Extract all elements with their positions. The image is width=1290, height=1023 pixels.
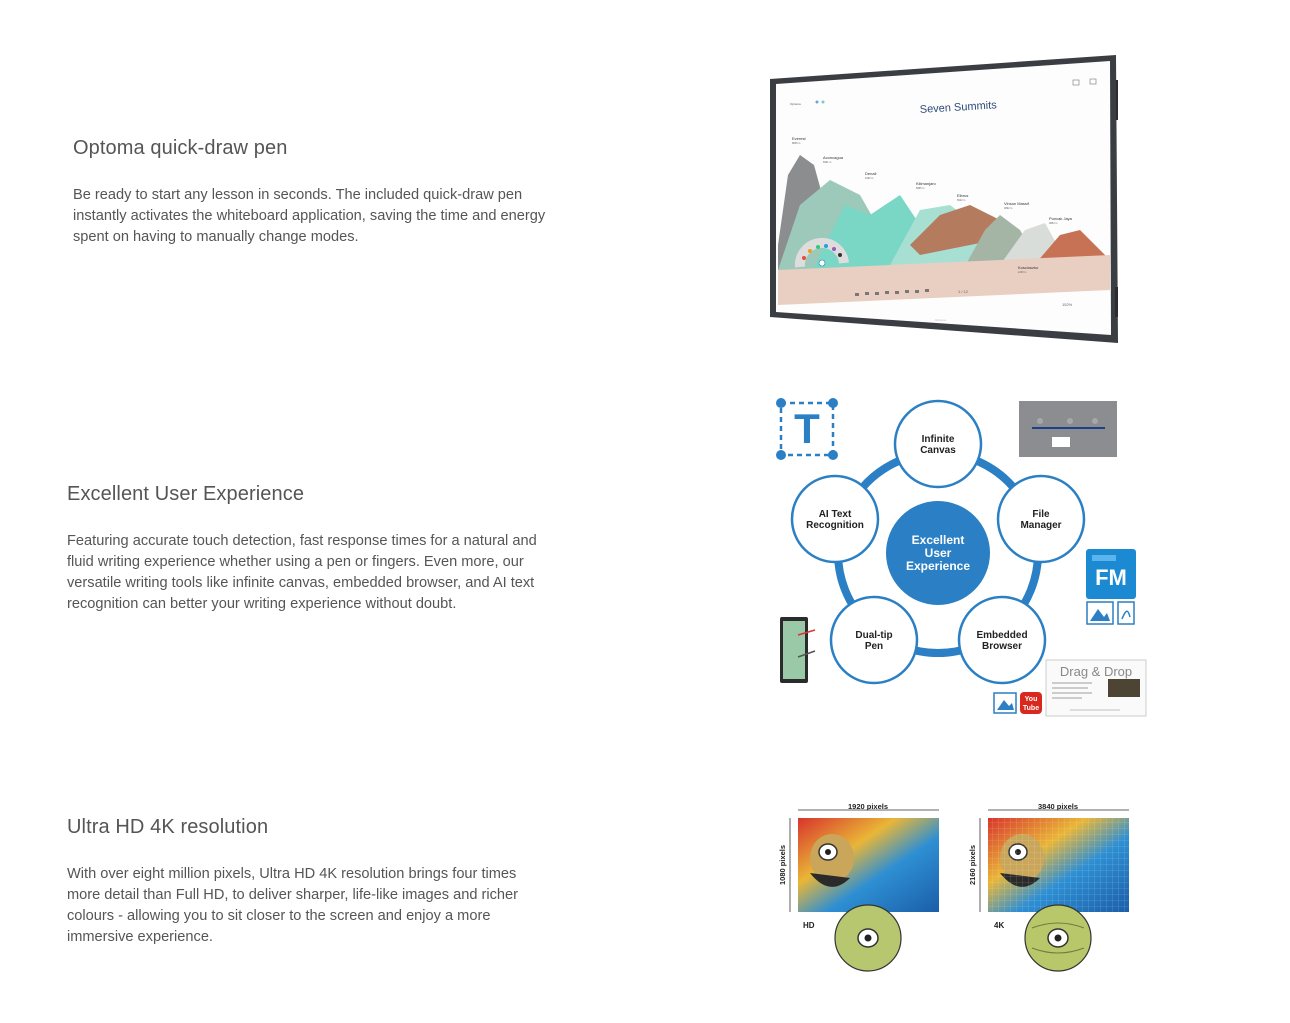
svg-text:Manager: Manager — [1020, 520, 1061, 531]
svg-text:Browser: Browser — [982, 641, 1022, 652]
user-icon — [1072, 79, 1080, 86]
whiteboard-menu-label: Optoma — [790, 102, 801, 106]
svg-text:Dual-tip: Dual-tip — [855, 630, 892, 641]
center-label: User — [925, 546, 952, 560]
peak-height: 4892 m — [1004, 207, 1012, 210]
center-label: Excellent — [912, 533, 965, 547]
section-body-4k-resolution: With over eight million pixels, Ultra HD… — [67, 866, 518, 945]
image-icon — [993, 692, 1017, 714]
whiteboard-title: Seven Summits — [919, 99, 997, 116]
peak-height: 6961 m — [823, 161, 831, 164]
section-title-user-experience: Excellent User Experience — [67, 483, 305, 505]
svg-text:Canvas: Canvas — [920, 445, 956, 456]
svg-text:Pen: Pen — [865, 641, 883, 652]
whiteboard-display-image: Seven Summits Everest Aconcagua Denali K… — [770, 55, 1118, 343]
peak-label: Aconcagua — [823, 155, 844, 160]
center-circle — [886, 501, 990, 605]
center-label: Experience — [906, 559, 970, 573]
hd-vs-4k-comparison: 1920 pixels 1080 pixels HD 3840 pixels 2… — [778, 802, 1129, 972]
svg-text:Infinite: Infinite — [922, 434, 955, 445]
peak-label: Denali — [865, 171, 876, 176]
hd-height-label: 1080 pixels — [778, 845, 787, 885]
hd-tag: HD — [803, 921, 815, 930]
section-title-quick-draw-pen: Optoma quick-draw pen — [73, 137, 288, 159]
node-ai-text-recognition: AI Text Recognition — [790, 474, 880, 564]
zoom-level: 152% — [1062, 302, 1073, 307]
brand-logo: Optoma — [935, 318, 946, 322]
hd-panel: 1920 pixels 1080 pixels HD — [778, 802, 939, 972]
peak-height: 6190 m — [865, 177, 873, 180]
bottom-toolbar — [855, 289, 929, 296]
peak-label: Kosciuszko — [1018, 265, 1039, 270]
svg-text:You: You — [1025, 696, 1038, 703]
peak-label: Puncak Jaya — [1049, 216, 1073, 221]
youtube-icon: You Tube — [1020, 692, 1042, 714]
svg-text:Drag & Drop: Drag & Drop — [1060, 664, 1132, 679]
svg-text:AI Text: AI Text — [819, 509, 852, 520]
page-indicator: 1 / 12 — [958, 289, 969, 294]
section-body-quick-draw-pen: Be ready to start any lesson in seconds.… — [73, 187, 546, 245]
svg-text:File: File — [1032, 509, 1050, 520]
drag-and-drop-thumbnail: Drag & Drop — [1045, 659, 1147, 717]
section-body-user-experience: Featuring accurate touch detection, fast… — [67, 533, 537, 612]
section-title-4k-resolution: Ultra HD 4K resolution — [67, 816, 269, 838]
ux-feature-diagram: Excellent User Experience Infinite Canva… — [776, 398, 1147, 717]
peak-label: Kilimanjaro — [916, 181, 937, 186]
screen-icon — [1089, 78, 1097, 85]
peak-height: 4884 m — [1049, 222, 1057, 225]
peak-height: 5642 m — [957, 199, 965, 202]
uhd-height-label: 2160 pixels — [968, 845, 977, 885]
infinite-canvas-thumbnail — [1019, 401, 1117, 457]
peak-height: 8849 m — [792, 142, 800, 145]
svg-text:Recognition: Recognition — [806, 520, 864, 531]
peak-height: 2228 m — [1018, 271, 1026, 274]
node-embedded-browser: Embedded Browser — [957, 595, 1047, 685]
toolbar-dot-icon — [821, 100, 825, 104]
peak-label: Elbrus — [957, 193, 968, 198]
mountain-elbrus — [910, 205, 1020, 255]
pen-color-wheel — [794, 237, 849, 268]
dual-tip-pen-image — [780, 617, 816, 683]
peak-label: Vinson Massif — [1004, 201, 1030, 206]
peak-height: 5895 m — [916, 187, 924, 190]
node-infinite-canvas: Infinite Canvas — [893, 399, 983, 489]
svg-text:T: T — [794, 405, 820, 452]
svg-text:Embedded: Embedded — [976, 630, 1027, 641]
peak-label: Everest — [792, 136, 806, 141]
hd-width-label: 1920 pixels — [848, 802, 888, 811]
node-file-manager: File Manager — [996, 474, 1086, 564]
svg-text:FM: FM — [1095, 565, 1127, 590]
toolbar-dot-icon — [815, 100, 819, 104]
text-recognition-icon: T — [776, 398, 838, 460]
uhd-width-label: 3840 pixels — [1038, 802, 1078, 811]
uhd-tag: 4K — [994, 921, 1004, 930]
file-manager-icon: FM — [1086, 549, 1136, 625]
svg-text:Tube: Tube — [1023, 705, 1039, 712]
node-dual-tip-pen: Dual-tip Pen — [829, 595, 919, 685]
uhd-panel: 3840 pixels 2160 pixels 4K — [968, 802, 1129, 972]
